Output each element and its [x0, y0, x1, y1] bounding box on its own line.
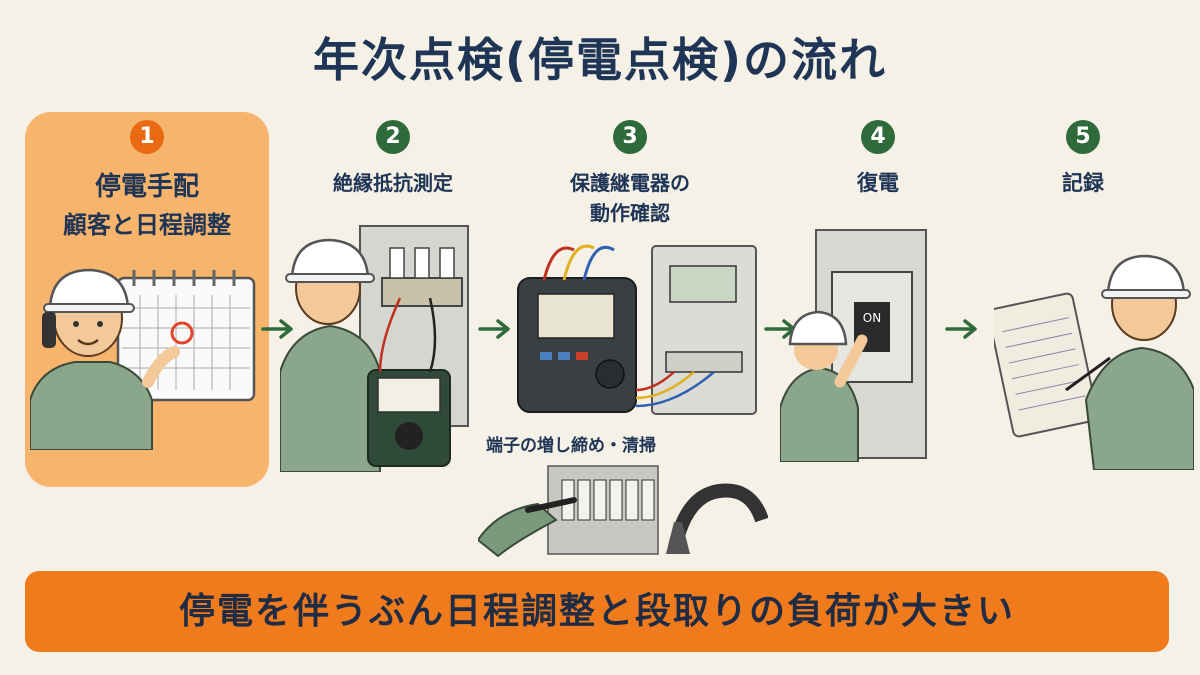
phone-worker-calendar-illustration [30, 268, 256, 450]
step-1-label: 停電手配 顧客と日程調整 [63, 172, 231, 239]
step-4-label: 復電 [857, 171, 899, 195]
sub-task-label: 端子の増し締め・清掃 [486, 436, 656, 456]
arrow-right-icon [945, 319, 977, 339]
insulation-tester-icon [367, 369, 451, 467]
arrow-right-icon [261, 319, 293, 339]
vacuum-nozzle-icon [666, 483, 768, 554]
power-restoration-illustration: ON [780, 229, 927, 462]
on-label: ON [863, 311, 881, 325]
terminal-cleaning-illustration [478, 465, 768, 558]
arrow-right-icon [478, 319, 510, 339]
screwdriver-icon [525, 497, 577, 513]
record-keeping-illustration [994, 254, 1194, 470]
step-3-label: 保護継電器の 動作確認 [570, 171, 690, 225]
step-1-number: 1 [130, 120, 164, 154]
step-3: 3 保護継電器の 動作確認 [530, 112, 730, 487]
step-5-label: 記録 [1062, 171, 1104, 195]
relay-test-illustration [517, 244, 757, 415]
clipboard-icon [994, 292, 1099, 438]
summary-banner: 停電を伴うぶん日程調整と段取りの負荷が大きい [25, 571, 1169, 652]
phone-icon [42, 312, 56, 348]
page-title: 年次点検(停電点検)の流れ [312, 33, 888, 87]
insulation-test-illustration [280, 225, 469, 472]
step-4-number: 4 [861, 120, 895, 154]
step-4: 4 復電 [808, 112, 948, 487]
step-2: 2 絶縁抵抗測定 [293, 112, 493, 487]
step-5: 5 記録 [1018, 112, 1148, 487]
step-5-number: 5 [1066, 120, 1100, 154]
relay-tester-icon [517, 277, 637, 413]
step-3-number: 3 [613, 120, 647, 154]
step-2-number: 2 [376, 120, 410, 154]
step-2-label: 絶縁抵抗測定 [333, 171, 453, 195]
